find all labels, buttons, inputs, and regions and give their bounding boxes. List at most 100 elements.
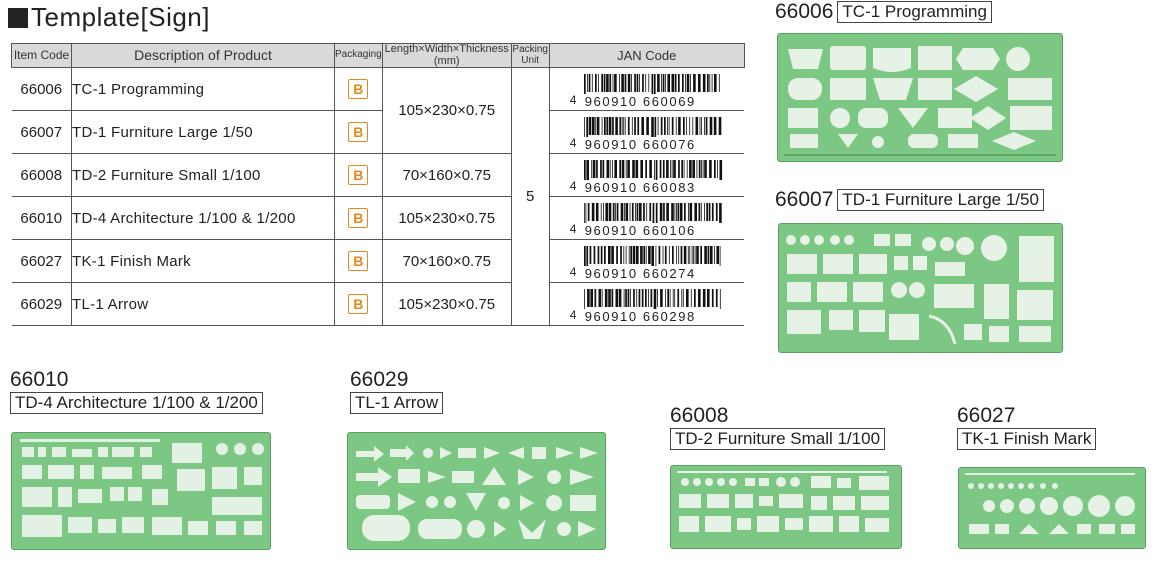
row-jan-code: 4 960910 660076 — [548, 110, 745, 155]
programming-shapes-icon — [784, 46, 1056, 156]
template-code: 66029 — [350, 368, 409, 391]
header-jan-code: JAN Code — [548, 42, 745, 69]
barcode-bars-icon — [583, 246, 721, 267]
barcode-bars-icon — [583, 289, 721, 310]
row-packaging: B — [334, 67, 383, 112]
tl1-arrow-template-image — [347, 432, 606, 550]
packaging-b-icon: B — [348, 122, 369, 143]
page-heading: Template[Sign] — [8, 2, 210, 33]
row-jan-code: 4 960910 660298 — [548, 282, 745, 327]
table-header-row: Item Code Description of Product Packagi… — [11, 42, 745, 69]
barcode: 4 960910 660069 — [568, 74, 738, 110]
barcode-lead-digit: 4 — [569, 136, 577, 151]
template-name: TK-1 Finish Mark — [957, 428, 1097, 450]
template-label-66027: 66027 TK-1 Finish Mark — [957, 404, 1097, 450]
row-packaging: B — [334, 196, 383, 241]
row-description: TL-1 Arrow — [71, 282, 335, 327]
template-code: 66010 — [10, 368, 69, 391]
header-packing-unit-line2: Unit — [521, 54, 540, 66]
row-dimensions: 70×160×0.75 — [381, 153, 512, 198]
header-packing-unit: Packing Unit — [510, 42, 550, 69]
product-table: Item Code Description of Product Packagi… — [11, 42, 745, 327]
barcode: 4 960910 660274 — [568, 246, 738, 281]
barcode-lead-digit: 4 — [569, 179, 577, 194]
barcode: 4 960910 660076 — [568, 117, 738, 153]
barcode-bars-icon — [583, 74, 720, 95]
header-description: Description of Product — [71, 42, 335, 69]
table-row: 66027 TK-1 Finish Mark B 70×160×0.75 4 9… — [11, 239, 745, 284]
barcode-lead-digit: 4 — [569, 308, 577, 323]
row-item-code: 66008 — [11, 153, 72, 198]
packaging-b-icon: B — [348, 165, 369, 186]
barcode: 4 960910 660298 — [568, 289, 738, 325]
template-name: TC-1 Programming — [837, 1, 992, 23]
row-dimensions: 105×230×0.75 — [381, 282, 512, 327]
template-code: 66006 — [775, 0, 834, 23]
template-code: 66008 — [670, 404, 729, 427]
header-dimensions-line1: Length×Width×Thickness — [384, 43, 509, 55]
furniture-small-shapes-icon — [677, 471, 889, 532]
arrow-shapes-icon — [356, 445, 598, 541]
td2-furniture-small-template-image — [670, 465, 902, 549]
packaging-b-icon: B — [348, 251, 369, 272]
header-packaging: Packaging — [334, 42, 383, 69]
template-label-66010: 66010 TD-4 Architecture 1/100 & 1/200 — [10, 369, 263, 414]
td1-furniture-large-template-image — [778, 223, 1063, 353]
barcode-number: 960910 660076 — [584, 137, 696, 153]
row-jan-code: 4 960910 660069 — [548, 67, 745, 112]
template-name: TD-2 Furniture Small 1/100 — [670, 428, 886, 450]
heading-text: Template[Sign] — [31, 2, 210, 32]
table-row: 66008 TD-2 Furniture Small 1/100 B 70×16… — [11, 153, 745, 198]
packaging-b-icon: B — [348, 79, 369, 100]
row-item-code: 66007 — [11, 110, 72, 155]
row-jan-code: 4 960910 660106 — [548, 196, 745, 241]
finish-mark-shapes-icon — [965, 473, 1135, 534]
barcode-number: 960910 660069 — [584, 94, 696, 110]
template-label-66008: 66008 TD-2 Furniture Small 1/100 — [670, 404, 886, 450]
template-label-66006: 66006 TC-1 Programming — [775, 0, 992, 23]
row-dimensions: 70×160×0.75 — [381, 239, 512, 284]
header-packing-unit-line1: Packing — [512, 44, 548, 56]
row-dimensions: 105×230×0.75 — [381, 196, 512, 241]
row-packaging: B — [334, 239, 383, 284]
row-item-code: 66010 — [11, 196, 72, 241]
template-name: TL-1 Arrow — [350, 392, 444, 414]
header-dimensions-line2: (mm) — [433, 54, 460, 67]
tc1-programming-template-image — [777, 33, 1063, 162]
row-packaging: B — [334, 110, 383, 155]
tk1-finish-mark-template-image — [958, 467, 1146, 549]
row-item-code: 66029 — [11, 282, 72, 327]
template-code: 66007 — [775, 187, 834, 211]
row-item-code: 66006 — [11, 67, 72, 112]
architecture-shapes-icon — [20, 439, 264, 537]
row-description: TC-1 Programming — [71, 67, 335, 112]
row-item-code: 66027 — [11, 239, 72, 284]
table-row: 66006 TC-1 Programming B 105×230×0.75 5 … — [11, 67, 745, 327]
barcode-number: 960910 660298 — [584, 309, 696, 325]
template-name: TD-1 Furniture Large 1/50 — [837, 189, 1044, 211]
barcode-number: 960910 660083 — [584, 180, 696, 196]
packing-unit-value: 5 — [510, 67, 550, 327]
barcode: 4 960910 660083 — [568, 160, 738, 196]
table-row: 66010 TD-4 Architecture 1/100 & 1/200 B … — [11, 196, 745, 241]
header-dimensions: Length×Width×Thickness (mm) — [381, 42, 512, 69]
table-row: 66007 TD-1 Furniture Large 1/50 B 4 9609… — [11, 110, 745, 155]
packaging-b-icon: B — [348, 208, 369, 229]
row-description: TD-1 Furniture Large 1/50 — [71, 110, 335, 155]
barcode-bars-icon — [583, 203, 722, 224]
td4-architecture-template-image — [11, 432, 271, 550]
row-packaging: B — [334, 282, 383, 327]
square-bullet-icon — [8, 7, 28, 28]
row-dimensions: 105×230×0.75 — [381, 67, 512, 155]
table-row: 66029 TL-1 Arrow B 105×230×0.75 4 960910… — [11, 282, 745, 327]
barcode-lead-digit: 4 — [569, 222, 577, 237]
furniture-shapes-icon — [786, 234, 1054, 345]
barcode-number: 960910 660106 — [584, 223, 696, 239]
barcode-bars-icon — [583, 117, 722, 138]
header-item-code: Item Code — [11, 42, 72, 69]
row-packaging: B — [334, 153, 383, 198]
row-jan-code: 4 960910 660083 — [548, 153, 745, 198]
barcode: 4 960910 660106 — [568, 203, 738, 239]
template-code: 66027 — [957, 404, 1016, 427]
template-label-66007: 66007 TD-1 Furniture Large 1/50 — [775, 188, 1044, 211]
